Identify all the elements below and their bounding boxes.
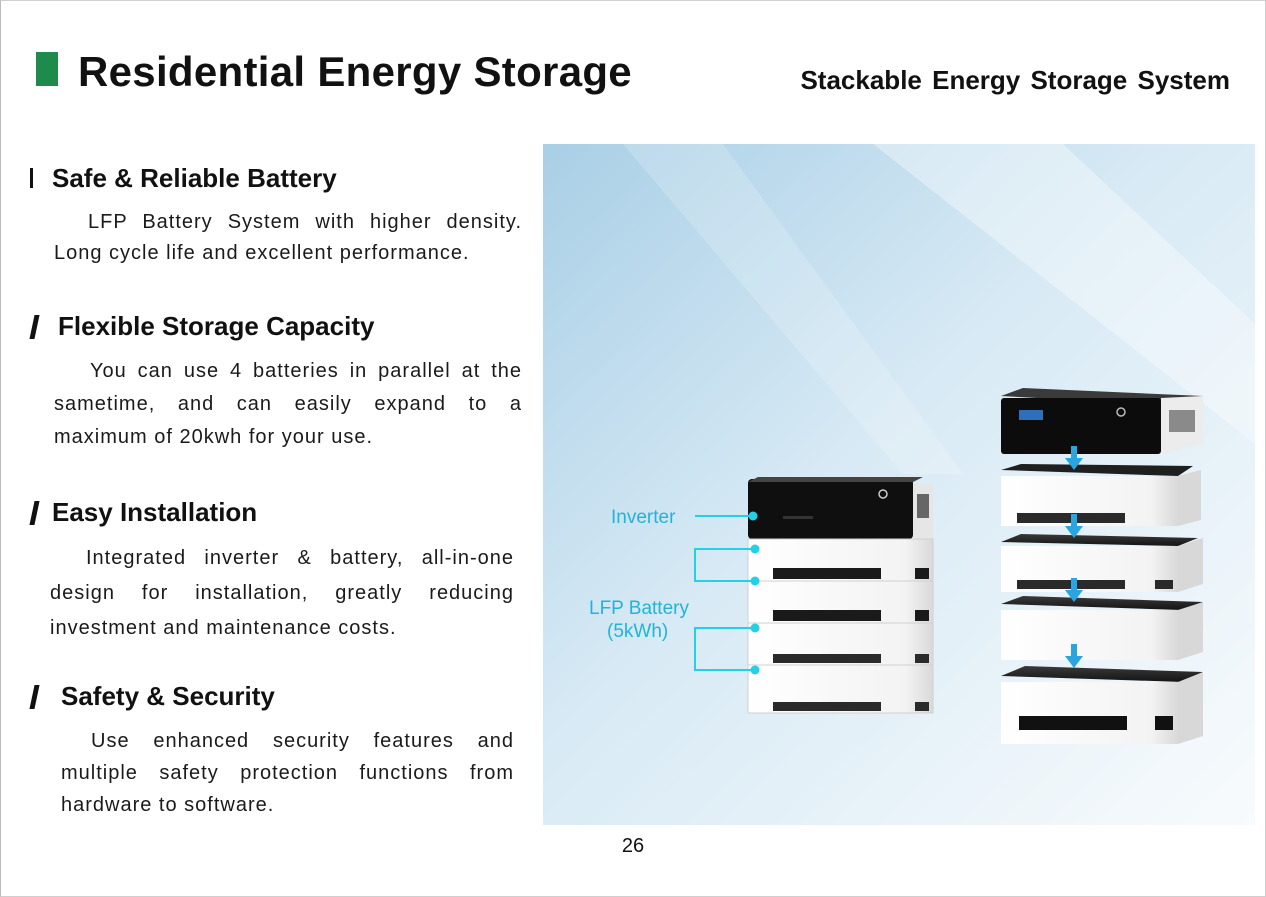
feature-heading: Safety & Security xyxy=(61,681,275,711)
title-accent-block xyxy=(36,52,58,86)
exploded-system xyxy=(1001,388,1203,744)
energy-storage-diagram: Inverter LFP Battery (5kWh) xyxy=(543,144,1255,825)
page-number: 26 xyxy=(621,835,645,857)
page-title: Residential Energy Storage xyxy=(78,48,632,95)
feature-body: You can use 4 batteries in parallel at t… xyxy=(54,360,522,448)
product-illustration: Inverter LFP Battery (5kWh) xyxy=(543,144,1255,825)
feature-bullet-bar xyxy=(30,168,33,188)
assembled-system xyxy=(747,477,934,714)
down-arrows xyxy=(1065,446,1083,668)
inverter-label: Inverter xyxy=(611,507,676,528)
battery-label: LFP Battery xyxy=(589,598,689,619)
battery-capacity-label: (5kWh) xyxy=(607,621,668,642)
feature-body: Use enhanced security features and multi… xyxy=(61,730,514,816)
feature-body: LFP Battery System with higher density. … xyxy=(54,211,522,264)
feature-heading: Easy Installation xyxy=(52,497,258,527)
page-subtitle: Stackable Energy Storage System xyxy=(800,65,1230,95)
feature-body: Integrated inverter & battery, all-in-on… xyxy=(50,547,514,639)
callout-lines xyxy=(694,511,760,675)
feature-heading: Safe & Reliable Battery xyxy=(52,163,337,193)
feature-heading: Flexible Storage Capacity xyxy=(58,311,375,341)
